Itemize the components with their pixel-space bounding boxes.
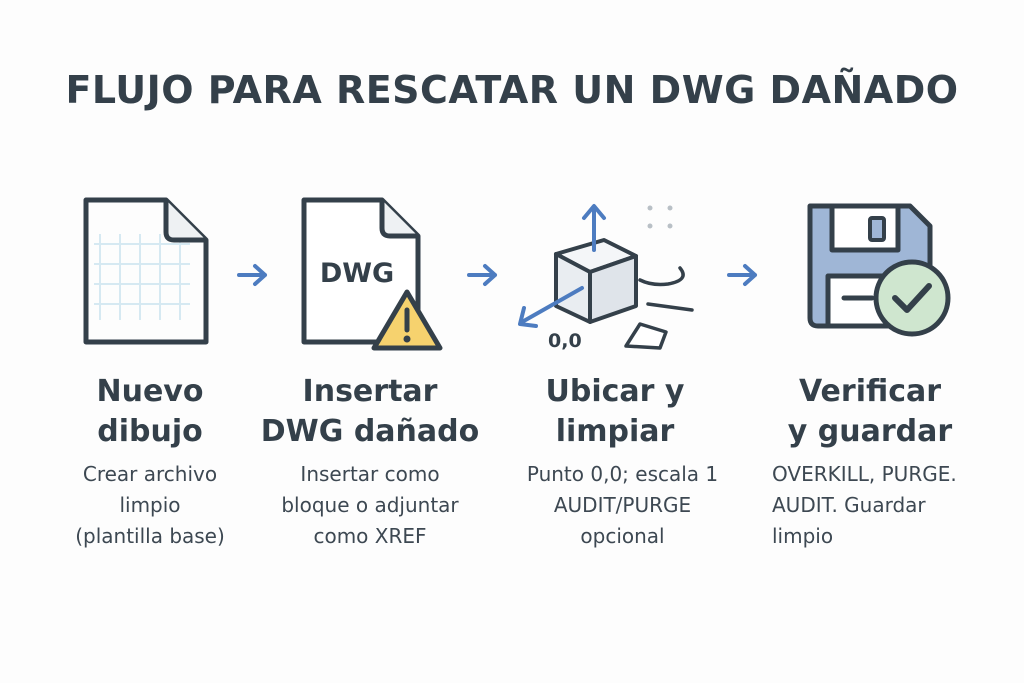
step-description: Crear archivo limpio (plantilla base) [75,462,225,548]
dwg-label: DWG [320,258,394,289]
cube-origin-axes-icon: 0,0 [518,204,694,352]
arrow-right-icon [467,264,497,286]
step-description: Insertar como bloque o adjuntar como XRE… [281,462,459,548]
step-description: OVERKILL, PURGE. AUDIT. Guardar limpio [772,462,957,548]
blank-document-grid-icon [83,197,209,345]
step-title: Ubicar y limpiar [545,374,685,449]
arrow-right-icon [237,264,267,286]
floppy-check-icon [807,203,951,337]
step-title: Verificar y guardar [787,374,953,449]
step-description: Punto 0,0; escala 1 AUDIT/PURGE opcional [526,462,719,548]
page-title: FLUJO PARA RESCATAR UN DWG DAÑADO [65,68,959,112]
step-title: Insertar DWG dañado [260,374,480,449]
arrow-right-icon [727,264,757,286]
origin-label: 0,0 [548,330,582,352]
dwg-document-warning-icon: DWG [301,197,443,351]
step-title: Nuevo dibujo [96,374,204,449]
